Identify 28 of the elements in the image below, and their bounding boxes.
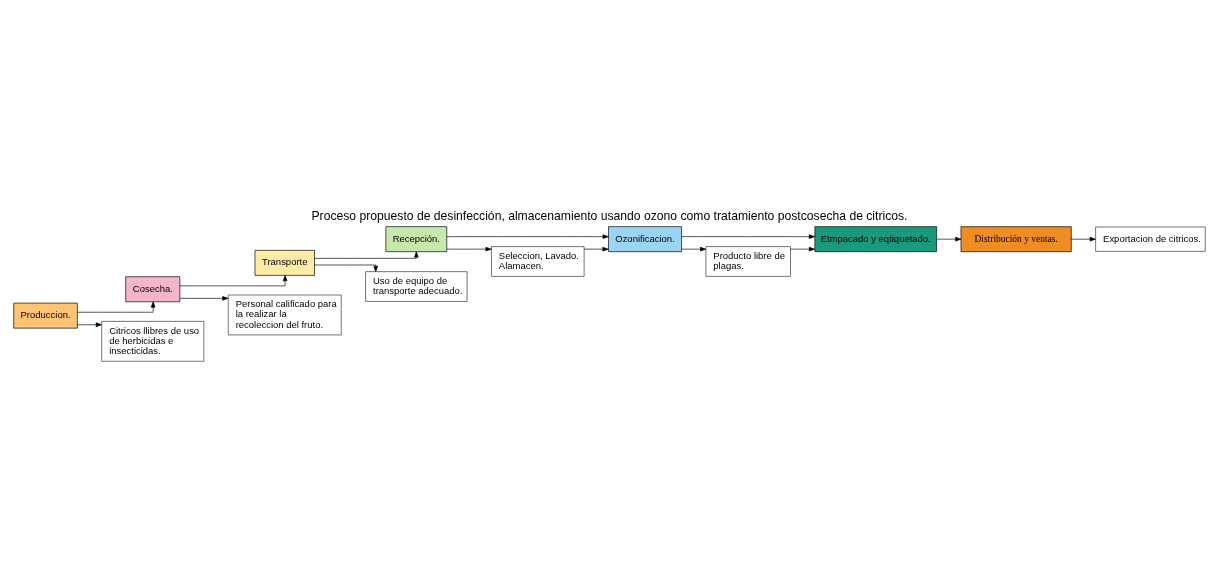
node-box: Distribución y ventas.: [960, 226, 1072, 253]
arrow: [179, 296, 229, 301]
arrow: [936, 236, 962, 242]
arrow: [77, 301, 156, 313]
arrow: [681, 246, 707, 252]
node-box: Transporte: [254, 250, 315, 276]
node-box: Exportacion de citricos.: [1095, 226, 1206, 252]
node-box: Citricos llibres de uso de herbicidas e insecticidas.: [101, 321, 205, 362]
arrow: [790, 246, 815, 252]
arrow: [314, 264, 378, 272]
arrow: [446, 246, 492, 252]
arrow: [77, 322, 102, 327]
arrow: [681, 234, 815, 239]
node-box: Uso de equipo de transporte adecuado.: [365, 271, 468, 302]
arrow: [446, 234, 609, 239]
node-box: Cosecha.: [125, 276, 181, 303]
node-box: Recepción.: [385, 226, 448, 253]
arrow: [314, 251, 419, 259]
arrow: [583, 246, 609, 252]
diagram-title: Proceso propuesto de desinfección, almacenamiento usando ozono como tratamiento postcosecha de citricos.: [311, 209, 908, 224]
node-box: Etmpacado y eqtiquetado.: [814, 226, 937, 253]
node-box: Ozonificacion.: [608, 226, 682, 253]
node-box: Seleccion, Lavado. Alamacen.: [491, 246, 585, 277]
arrow: [179, 275, 288, 287]
node-box: Producto libre de plagas.: [705, 246, 791, 277]
node-box: Produccion.: [13, 302, 78, 329]
arrow: [1071, 236, 1096, 242]
node-box: Personal calificado para la realizar la recoleccion del fruto.: [227, 294, 342, 336]
